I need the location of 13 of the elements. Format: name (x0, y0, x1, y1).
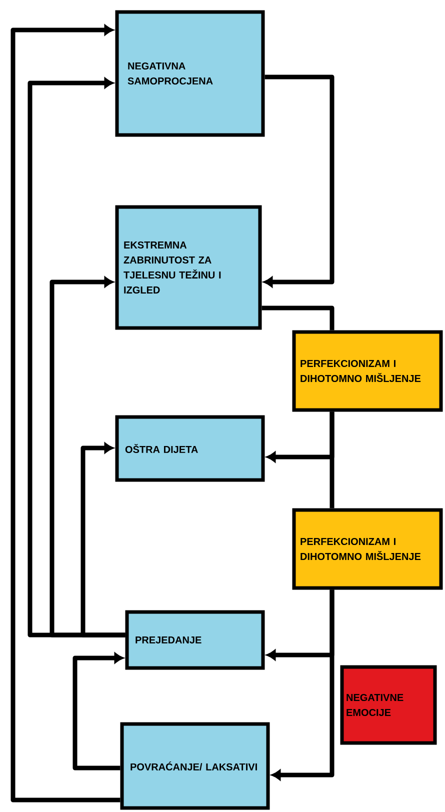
process-box: NEGATIVNE EMOCIJE (340, 665, 437, 745)
arrow (80, 442, 126, 638)
arrow (272, 590, 334, 780)
arrow (10, 24, 120, 802)
process-box: POVRAĆANJE/ LAKSATIVI (120, 722, 270, 810)
process-box: EKSTREMNA ZABRINUTOST ZA TJELESNU TEŽINU I IZGLED (115, 205, 262, 330)
process-box: PREJEDANJE (125, 610, 265, 670)
process-box: NEGATIVNA SAMOPROCJENA (115, 10, 265, 137)
process-box: OŠTRA DIJETA (115, 415, 265, 482)
process-box: PERFEKCIONIZAM I DIHOTOMNO MIŠLJENJE (292, 508, 443, 590)
arrow (264, 74, 334, 288)
arrow (72, 652, 124, 770)
process-box: PERFEKCIONIZAM I DIHOTOMNO MIŠLJENJE (292, 330, 443, 412)
